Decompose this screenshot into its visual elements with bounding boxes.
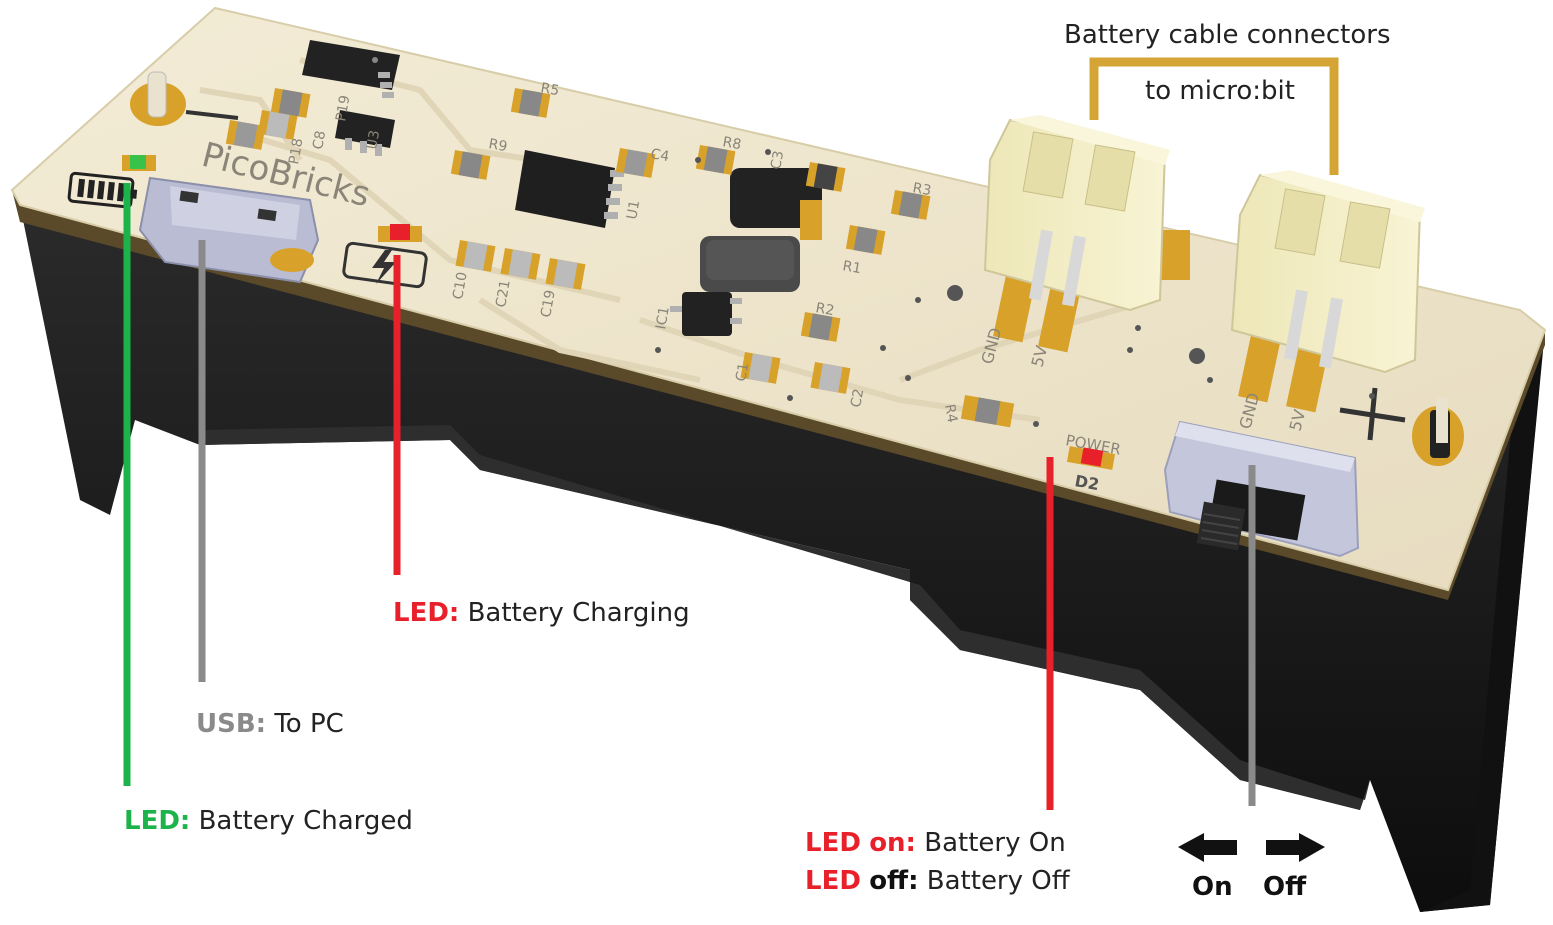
charged-label: LED: Battery Charged	[124, 806, 413, 836]
label-r5: R5	[539, 80, 560, 99]
connectors-subtitle: to micro:bit	[1145, 76, 1295, 106]
label-d2: D2	[1073, 471, 1100, 494]
minus-mark	[185, 110, 239, 120]
label-r3: R3	[911, 180, 932, 199]
battery-connector-1	[983, 115, 1190, 353]
smd-components	[225, 88, 1015, 428]
label-r2: R2	[814, 300, 835, 319]
label-c21: C21	[493, 279, 514, 309]
green-led-charged	[122, 155, 156, 171]
led-on-label: LED on: Battery On	[805, 828, 1066, 858]
slide-switch	[1163, 420, 1360, 558]
inductor-large	[730, 168, 822, 240]
label-r9: R9	[487, 136, 508, 155]
ic-chip-top	[302, 40, 400, 98]
label-c4: C4	[649, 146, 670, 165]
silkscreen-labels: R9 R8 R3 R1 R2 R4 R5 U1 U3 IC1 C10 C21 C…	[286, 80, 960, 424]
label-c10: C10	[450, 271, 471, 301]
led-on-key-b: on:	[869, 828, 916, 858]
label-u1: U1	[624, 199, 643, 221]
label-5v-1: 5V	[1028, 344, 1052, 369]
pcb-vias	[655, 149, 1375, 427]
label-c2: C2	[848, 388, 867, 409]
label-r8: R8	[721, 134, 742, 153]
ic-chip-u1	[515, 150, 624, 228]
left-tab-slot	[130, 71, 186, 126]
label-5v-2: 5V	[1286, 408, 1310, 433]
arrow-right-icon	[1266, 833, 1325, 862]
label-ic1: IC1	[653, 305, 673, 330]
usb-label: USB: To PC	[196, 709, 344, 739]
micro-usb-port	[138, 176, 320, 284]
label-c3: C3	[768, 150, 787, 171]
charging-text: Battery Charging	[467, 598, 690, 628]
label-p19: P19	[333, 94, 353, 123]
label-c19: C19	[538, 289, 559, 319]
charging-label: LED: Battery Charging	[393, 598, 690, 628]
label-r4: R4	[941, 403, 960, 424]
right-tab-slot	[1412, 398, 1464, 466]
arrow-left-icon	[1178, 833, 1237, 862]
connectors-title: Battery cable connectors	[1064, 20, 1391, 50]
charging-bolt-icon	[342, 241, 428, 289]
label-r1: R1	[841, 258, 862, 277]
led-off-label: LED off: Battery Off	[805, 866, 1070, 896]
charged-text: Battery Charged	[198, 806, 413, 836]
charging-key: LED:	[393, 598, 460, 628]
led-on-text: Battery On	[924, 828, 1066, 858]
battery-level-icon	[67, 171, 138, 209]
pcb-board	[10, 6, 1547, 592]
ic-chip-ic1	[670, 292, 742, 336]
switch-on-label: On	[1192, 872, 1233, 902]
led-off-key-a: LED	[805, 866, 861, 896]
label-c8: C8	[310, 130, 329, 151]
led-off-key-b: off:	[869, 866, 919, 896]
inductor-small	[700, 236, 800, 292]
switch-off-label: Off	[1263, 872, 1307, 902]
connectors-bracket	[1089, 57, 1339, 175]
charged-key: LED:	[124, 806, 191, 836]
led-off-text: Battery Off	[926, 866, 1070, 896]
red-led-power	[1066, 446, 1116, 470]
label-c1: C1	[733, 362, 752, 383]
label-p18: P18	[286, 137, 306, 166]
red-led-charging	[378, 224, 422, 242]
ic-chip-u3	[335, 110, 395, 156]
label-u3: U3	[364, 129, 383, 151]
battery-connector-2	[1230, 170, 1425, 413]
usb-text: To PC	[274, 709, 344, 739]
usb-key: USB:	[196, 709, 267, 739]
led-on-key-a: LED	[805, 828, 861, 858]
